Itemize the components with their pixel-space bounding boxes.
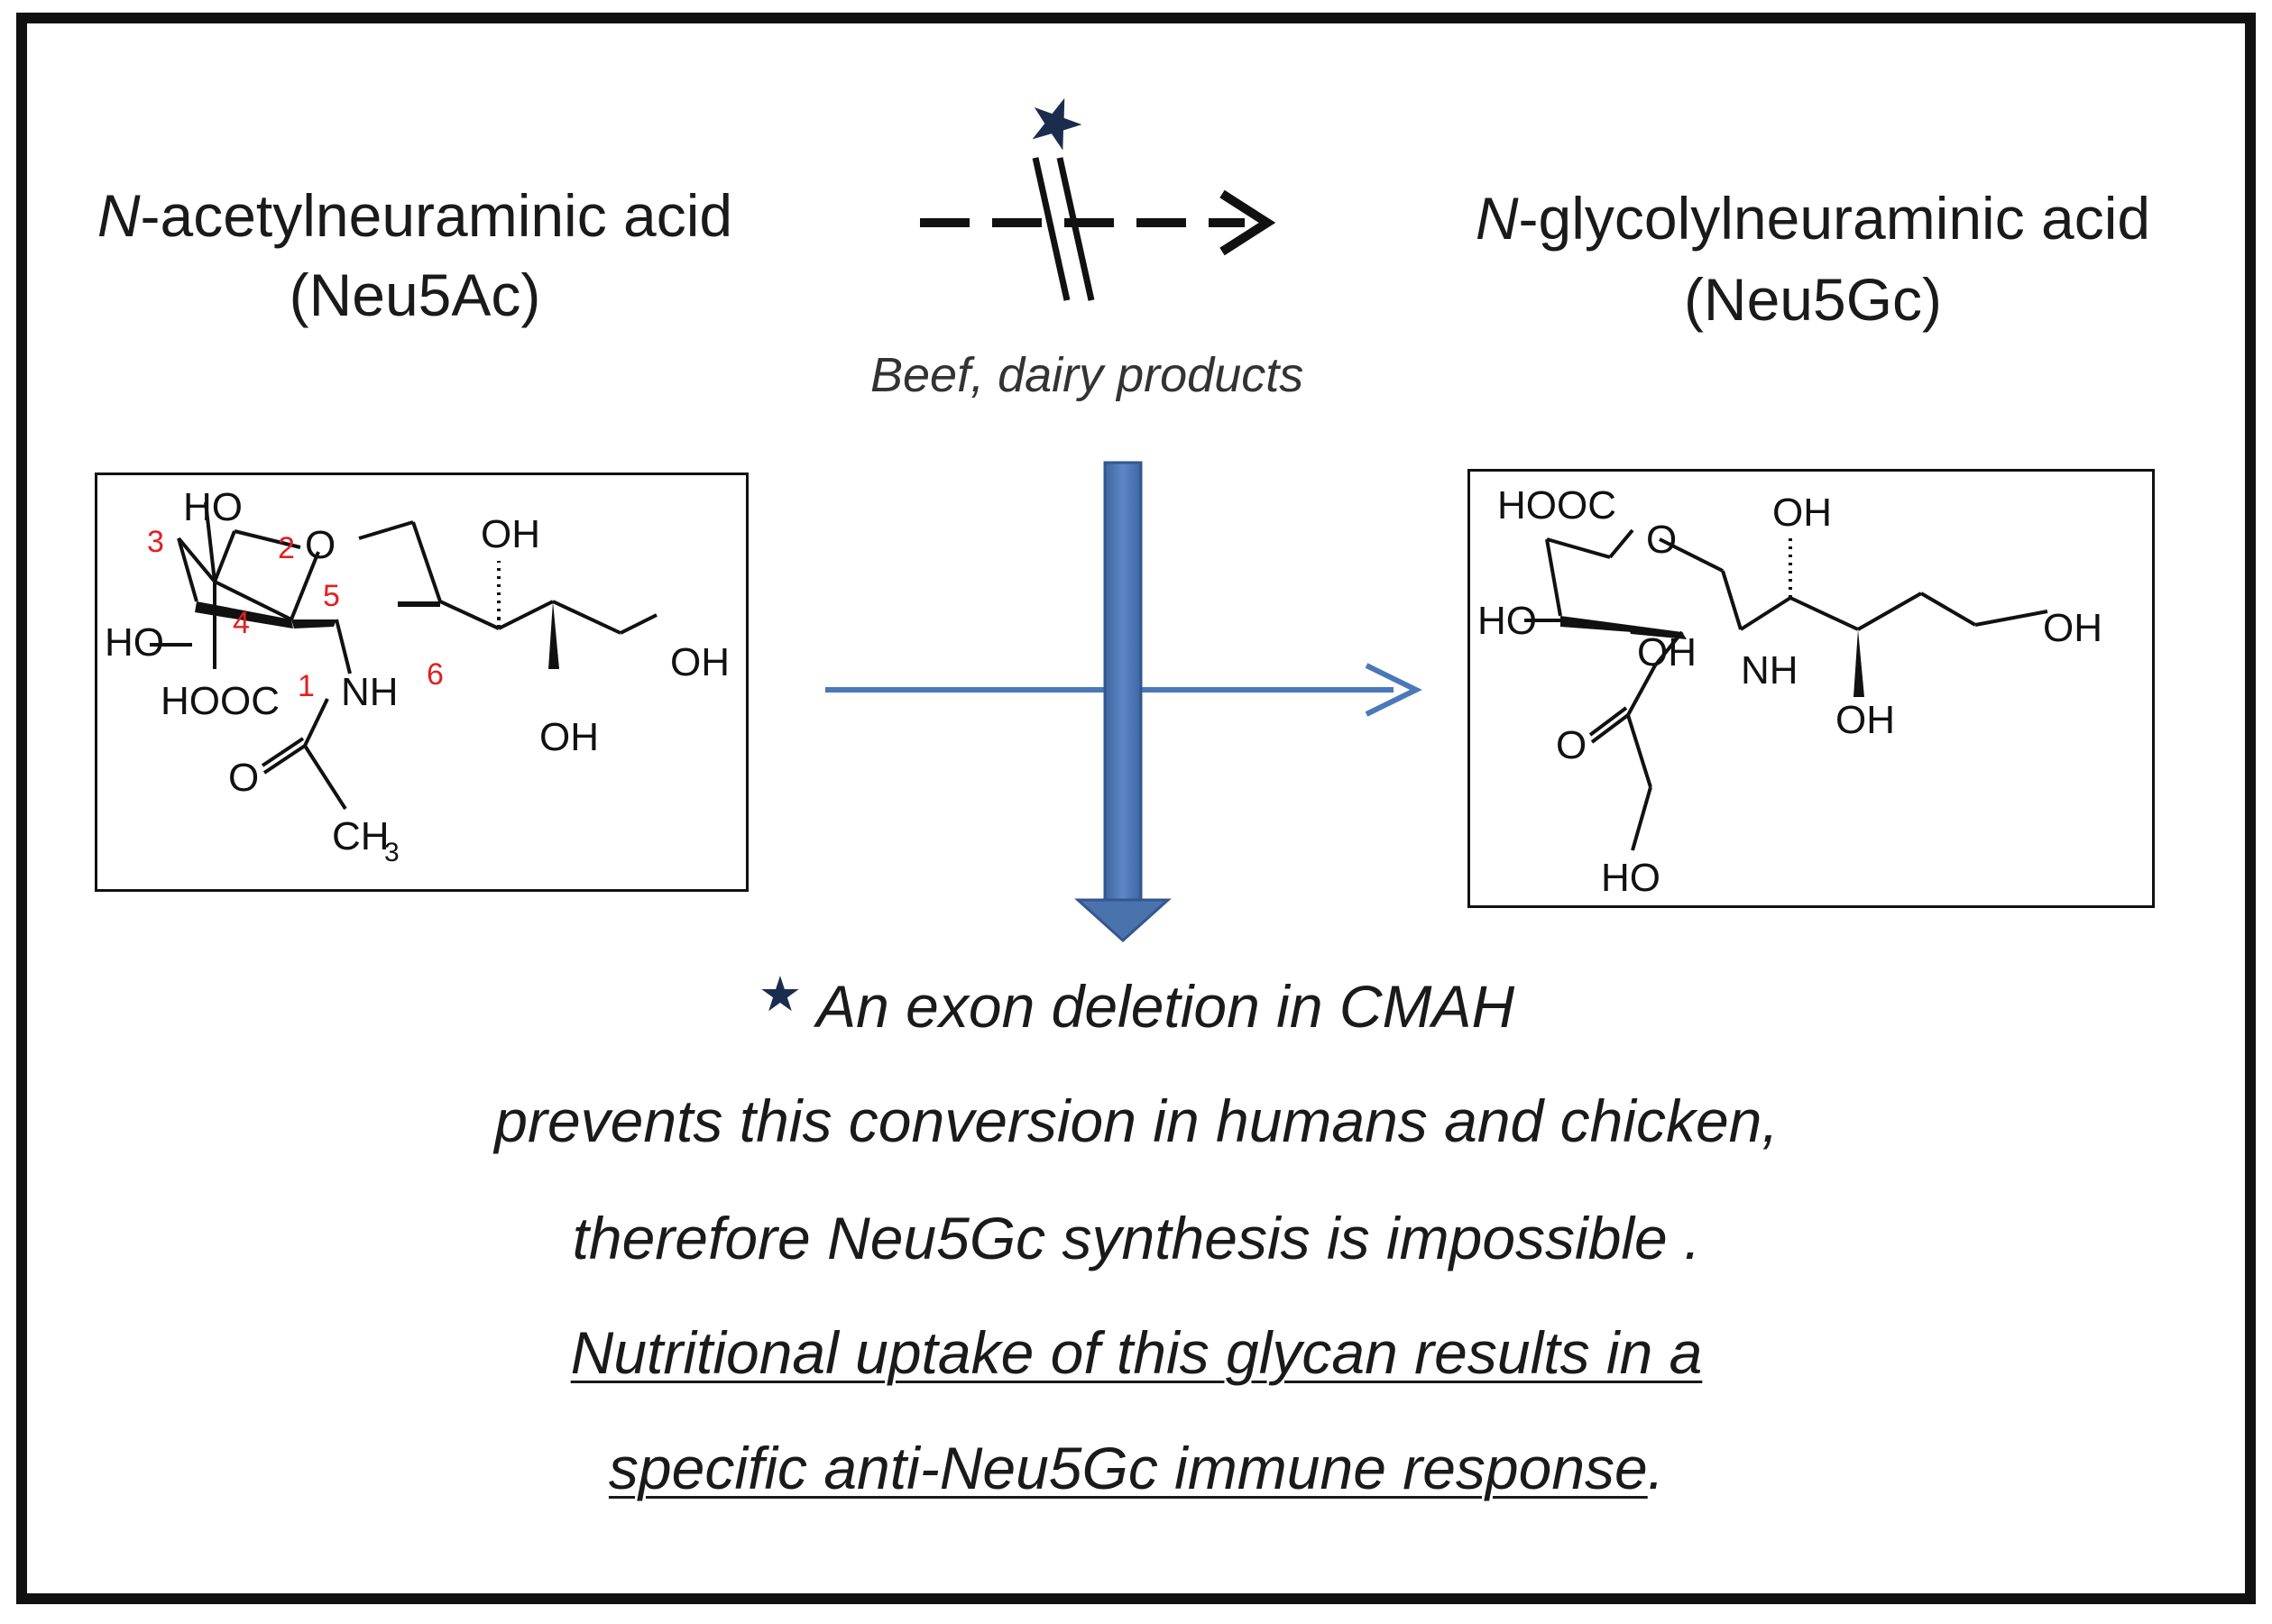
food-source-caption: Beef, dairy products	[870, 348, 1304, 402]
neu5ac-num-3: 3	[147, 525, 164, 559]
note-line-1-text: An exon deletion in CMAH	[816, 973, 1515, 1040]
neu5ac-label-carbonyl-o: O	[228, 756, 259, 800]
neu5ac-structure: HO O OH HO OH HOOC NH OH O CH 3 3 2 5 4 …	[105, 485, 730, 867]
neu5ac-label-ring-o: O	[305, 523, 336, 567]
neu5ac-label-ho-left: HO	[105, 620, 164, 665]
blocked-conversion-arrow	[920, 97, 1276, 301]
neu5ac-structure-box: HO O OH HO OH HOOC NH OH O CH 3 3 2 5 4 …	[95, 473, 749, 892]
downward-arrow-shaft	[1103, 461, 1143, 902]
neu5ac-label-oh-right: OH	[670, 640, 730, 684]
block-line-2	[1056, 157, 1095, 301]
neu5gc-structure-box: HOOC O OH HO OH NH OH OH O HO	[1467, 469, 2155, 908]
neu5ac-label-ho-top: HO	[183, 485, 243, 529]
neu5gc-label-ho-bottom: HO	[1601, 856, 1660, 900]
neu5gc-prefix: N	[1475, 185, 1519, 252]
note-line-4: Nutritional uptake of this glycan result…	[235, 1318, 2038, 1387]
block-line-1	[1032, 157, 1071, 301]
neu5gc-label-carbonyl-o: O	[1556, 723, 1587, 767]
downward-arrow-head	[1074, 898, 1172, 943]
figure-frame	[16, 13, 2256, 1604]
neu5ac-label-oh-bottom: OH	[539, 715, 599, 759]
neu5gc-label-oh-right: OH	[2043, 606, 2102, 650]
neu5gc-label-ring-o: O	[1646, 518, 1677, 562]
neu5ac-label-ch: CH	[332, 814, 390, 858]
neu5gc-name: N-glycolylneuraminic acid	[1407, 183, 2219, 254]
note-line-5-text: specific anti-Neu5Gc immune response	[608, 1435, 1648, 1501]
neu5gc-label-ho-left: HO	[1477, 599, 1537, 643]
star-icon-note: ★	[758, 968, 803, 1022]
neu5ac-label-oh-top: OH	[481, 512, 540, 556]
neu5gc-structure: HOOC O OH HO OH NH OH OH O HO	[1477, 483, 2102, 900]
note-line-5-tail: .	[1647, 1435, 1665, 1501]
note-line-4-text: Nutritional uptake of this glycan result…	[570, 1319, 1703, 1386]
note-line-3: therefore Neu5Gc synthesis is impossible…	[572, 1205, 1701, 1271]
neu5ac-num-6: 6	[427, 657, 444, 692]
downward-arrow	[1074, 461, 1172, 943]
neu5ac-label-hooc: HOOC	[161, 679, 280, 723]
note-line-2: prevents this conversion in humans and c…	[494, 1087, 1779, 1154]
neu5gc-abbr: (Neu5Gc)	[1683, 266, 1943, 333]
neu5ac-name: N-acetylneuraminic acid	[9, 180, 821, 252]
neu5ac-label-nh: NH	[341, 670, 399, 714]
arrowhead	[1219, 189, 1276, 256]
neu5gc-label-oh-bottom: OH	[1835, 698, 1895, 742]
neu5ac-label-sub3: 3	[384, 838, 400, 867]
neu5ac-num-4: 4	[233, 606, 250, 640]
neu5ac-num-1: 1	[298, 669, 315, 703]
neu5gc-label-oh-top: OH	[1772, 491, 1832, 535]
conversion-arrowhead	[1365, 663, 1422, 717]
note-line-5: specific anti-Neu5Gc immune response.	[235, 1434, 2038, 1502]
neu5ac-abbr: (Neu5Ac)	[289, 261, 541, 328]
neu5gc-label-oh-mid: OH	[1637, 630, 1697, 674]
neu5gc-label-hooc: HOOC	[1497, 483, 1616, 528]
neu5ac-name-rest: -acetylneuraminic acid	[140, 182, 733, 249]
star-icon	[1032, 97, 1082, 151]
neu5ac-num-2: 2	[278, 531, 295, 565]
neu5gc-name-rest: -glycolylneuraminic acid	[1518, 185, 2151, 252]
note-line-1: ★ An exon deletion in CMAH	[235, 968, 2038, 1041]
neu5gc-label-nh: NH	[1741, 648, 1798, 693]
neu5ac-prefix: N	[97, 182, 141, 249]
neu5ac-num-5: 5	[323, 579, 340, 613]
